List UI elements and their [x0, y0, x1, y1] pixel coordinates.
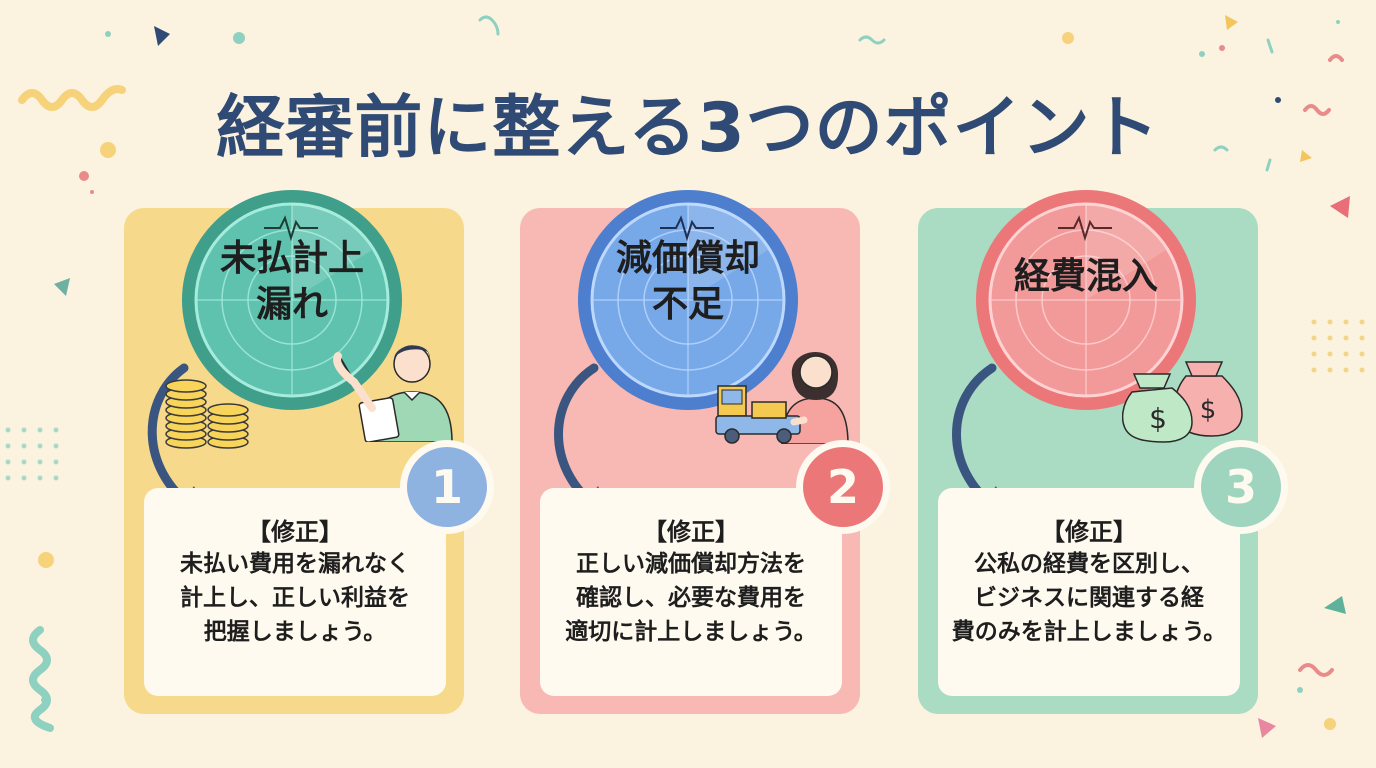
fix-text-line: 未払い費用を漏れなく [180, 551, 410, 577]
number-badge-value: 2 [803, 447, 883, 527]
number-badge: 3 [1194, 440, 1288, 534]
radar-label-line: 未払計上 [219, 238, 364, 279]
number-badge: 2 [796, 440, 890, 534]
radar-label: 経費混入 [996, 254, 1176, 300]
radar-circle: 減価償却 不足 [578, 190, 798, 410]
fix-box: 【修正】 未払い費用を漏れなく 計上し、正しい利益を 把握しましょう。 [144, 488, 446, 696]
fix-text-line: 費のみを計上しましょう。 [951, 619, 1227, 645]
radar-label-line: 不足 [651, 284, 724, 325]
fix-text-line: 把握しましょう。 [203, 619, 387, 645]
point-card-1: 未払計上 漏れ 【修正】 未払い費用を漏れなく 計上し、正しい利益を 把握しまし… [124, 190, 494, 714]
point-card-3: 経費混入 $ $ 【修正】 公私の経費を区別し、 ビジネスに関連する経 費のみを… [918, 190, 1288, 714]
woman-with-machinery-icon [715, 351, 849, 444]
radar-label: 減価償却 不足 [598, 236, 778, 328]
page-title: 経審前に整える3つのポイント [216, 89, 1160, 168]
man-with-clipboard-icon [333, 345, 453, 442]
fix-label: 【修正】 [247, 518, 343, 546]
coins-stack-icon [165, 379, 249, 449]
fix-text-line: 正しい減価償却方法を [576, 551, 806, 577]
radar-label-line: 漏れ [255, 284, 328, 325]
radar-label-line: 経費混入 [1013, 256, 1158, 297]
fix-label: 【修正】 [1041, 518, 1137, 546]
radar-grid-icon [988, 202, 1184, 398]
number-badge-value: 1 [407, 447, 487, 527]
money-bags-icon: $ $ [1122, 361, 1243, 443]
fix-label: 【修正】 [643, 518, 739, 546]
fix-text-line: 計上し、正しい利益を [180, 585, 410, 611]
fix-text-line: 適切に計上しましょう。 [565, 619, 817, 645]
svg-text:$: $ [1200, 395, 1217, 425]
radar-circle: 未払計上 漏れ [182, 190, 402, 410]
number-badge-value: 3 [1201, 447, 1281, 527]
point-card-2: 減価償却 不足 【修正】 正しい減価償却方法を 確認し、必要な費用を 適切に計上… [520, 190, 890, 714]
radar-grid-icon [194, 202, 390, 398]
radar-label-line: 減価償却 [615, 238, 760, 279]
svg-text:$: $ [1149, 402, 1167, 435]
fix-text-line: 確認し、必要な費用を [576, 585, 806, 611]
radar-grid-icon [590, 202, 786, 398]
fix-text-line: ビジネスに関連する経 [974, 585, 1204, 611]
fix-box: 【修正】 公私の経費を区別し、 ビジネスに関連する経 費のみを計上しましょう。 [938, 488, 1240, 696]
number-badge: 1 [400, 440, 494, 534]
fix-text-line: 公私の経費を区別し、 [974, 551, 1204, 577]
fix-box: 【修正】 正しい減価償却方法を 確認し、必要な費用を 適切に計上しましょう。 [540, 488, 842, 696]
radar-label: 未払計上 漏れ [202, 236, 382, 328]
